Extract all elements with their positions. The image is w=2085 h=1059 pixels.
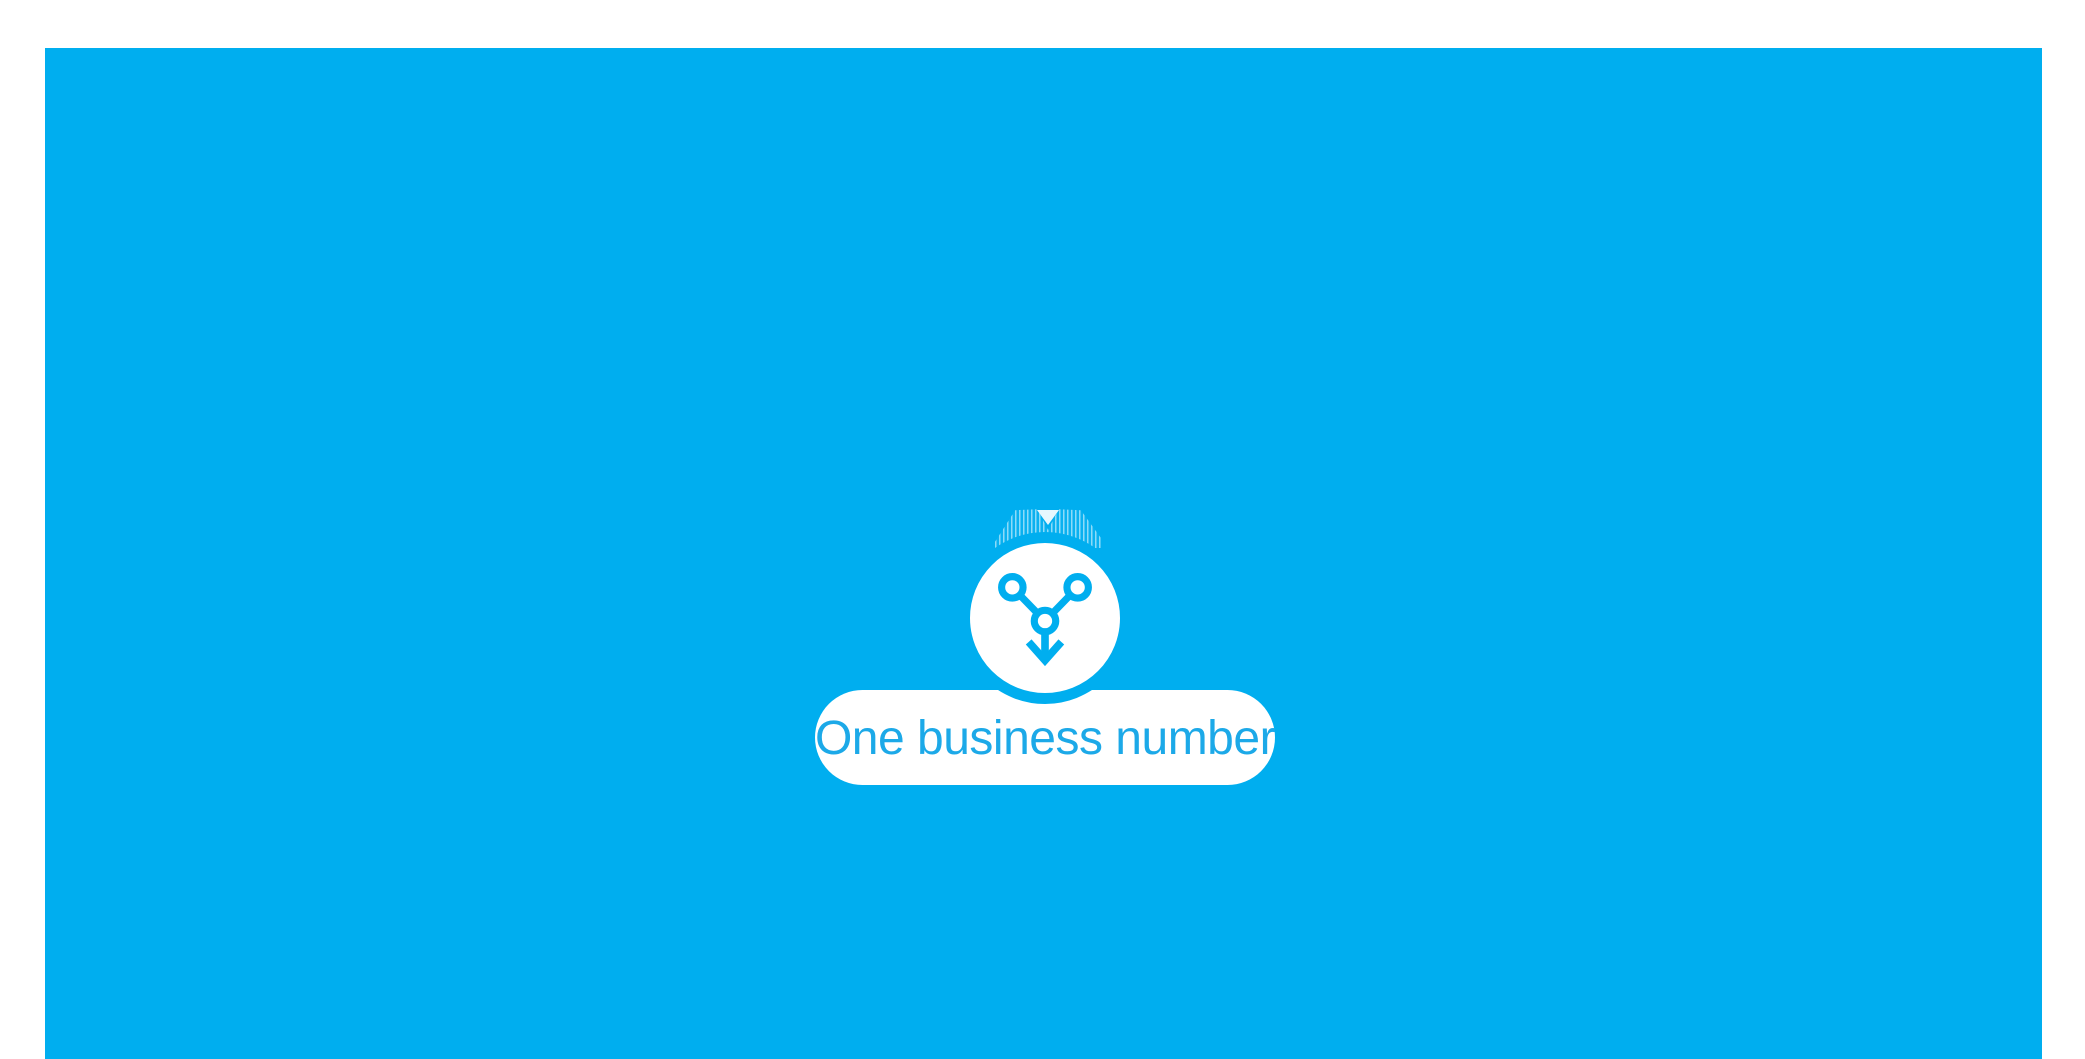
feature-label-pill: One business number — [814, 690, 1276, 785]
feature-label: One business number — [814, 712, 1276, 765]
merge-numbers-arrow-icon — [998, 573, 1092, 667]
feature-icon-badge — [959, 532, 1131, 704]
cyan-panel: One business number — [45, 48, 2042, 1059]
